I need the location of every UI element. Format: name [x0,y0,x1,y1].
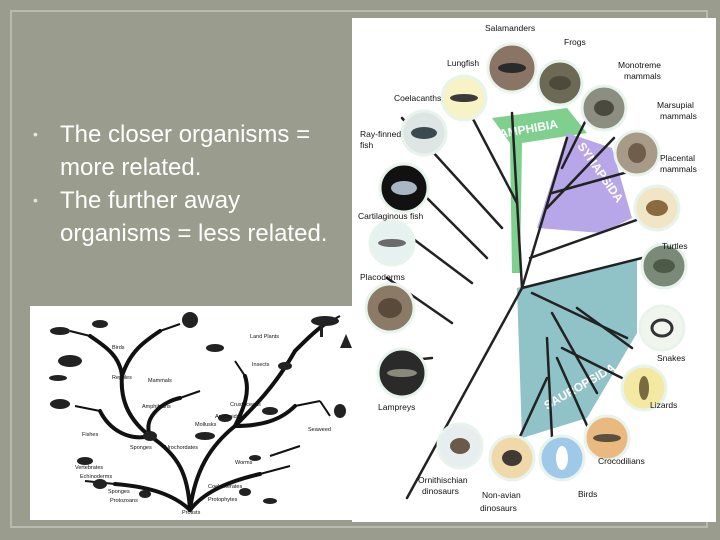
label-marsupial-2: mammals [660,111,697,121]
label-placental-2: mammals [660,164,697,174]
label-birds-right: Birds [578,489,597,499]
taxon-circles [364,42,688,482]
label-protophytes: Protophytes [208,497,238,503]
lungfish-icon [450,94,478,102]
label-cartilaginous: Cartilaginous fish [358,211,423,221]
bullet-text: The further away organisms = less relate… [60,187,328,247]
frog-icon [549,76,571,90]
shark-icon [378,239,406,247]
lamprey-icon [387,369,417,377]
label-crocodilians: Crocodilians [598,456,645,466]
label-coelenterates: Coelenterates [208,484,242,490]
crocodile-icon [593,434,621,442]
label-sponges: Sponges [108,489,130,495]
label-coelacanths: Coelacanths [394,93,441,103]
label-mammals: Mammals [148,378,172,384]
label-arachnids: Arachnids [215,414,240,420]
label-turtles: Turtles [662,241,688,251]
taxon-glyphs [378,63,675,470]
fish-icon [391,181,417,195]
label-snakes: Snakes [657,353,685,363]
bullet-text: The closer organisms = more related. [60,121,311,181]
label-amphibians: Amphibians [142,404,171,410]
label-ornithischian-1: Ornithischian [418,475,468,485]
bird-icon [556,446,568,470]
label-birds: Birds [112,345,125,351]
label-urochordates: Urochordates [165,445,198,451]
ornithischian-icon [450,438,470,454]
lizard-icon [639,376,649,400]
label-lampreys: Lampreys [378,402,415,412]
label-rayfinned-1: Ray-finned [360,129,401,139]
placoderm-icon [378,298,402,318]
label-reptiles: Reptiles [112,375,132,381]
label-marsupial-1: Marsupial [657,100,694,110]
label-nonavian-2: dinosaurs [480,503,517,513]
phylogeny-branches [380,96,644,500]
sauropsida-band [517,258,637,438]
label-protists: Protists [182,510,201,516]
label-monotreme-2: mammals [624,71,661,81]
bullet-dot-icon: • [33,126,38,142]
label-salamanders: Salamanders [485,23,535,33]
label-frogs: Frogs [564,37,586,47]
label-fishes: Fishes [82,432,98,438]
label-nonavian-1: Non-avian [482,490,521,500]
snake-icon [650,318,674,338]
label-crustaceans: Crustaceans [230,402,261,408]
label-worms: Worms [235,460,253,466]
label-insects: Insects [252,362,270,368]
bullet-dot-icon: • [33,192,38,208]
nonavian-icon [502,450,522,466]
coelacanth-icon [411,127,437,139]
vertebrate-phylogeny-image: AMPHIBIA SYNAPSIDA SAUROPSIDA [352,18,716,522]
label-seaweed: Seaweed [308,427,331,433]
label-rayfinned-2: fish [360,140,374,150]
tree-twigs [69,315,341,485]
tree-of-life-svg: Land Plants Birds Insects Reptiles Mamma… [49,312,352,516]
label-protozoans: Protozoans [110,498,138,504]
salamander-icon [498,63,526,73]
label-lizards: Lizards [650,400,677,410]
label-monotreme-1: Monotreme [618,60,661,70]
label-sponges-top: Sponges [130,445,152,451]
marsupial-icon [628,143,646,163]
label-echinoderms: Echinoderms [80,474,112,480]
snakes-circle [638,304,686,352]
label-land-plants: Land Plants [250,334,279,340]
label-placoderms: Placoderms [360,272,405,282]
label-placental-1: Placental [660,153,695,163]
label-lungfish: Lungfish [447,58,479,68]
bullet-item: • The closer organisms = more related. [30,118,335,184]
tree-of-life-image: Land Plants Birds Insects Reptiles Mamma… [30,306,353,520]
bullet-item: • The further away organisms = less relat… [30,184,335,250]
amphibia-band [492,108,587,273]
taxon-labels: Salamanders Frogs Lungfish Monotreme mam… [358,23,697,513]
tree-silhouettes [49,312,352,504]
label-ornithischian-2: dinosaurs [422,486,459,496]
label-mollusks: Mollusks [195,422,217,428]
placental-icon [646,200,668,216]
tree-labels: Land Plants Birds Insects Reptiles Mamma… [75,334,331,516]
monotreme-icon [594,100,614,116]
tree-branches [88,322,327,512]
turtle-icon [653,259,675,273]
label-vertebrates: Vertebrates [75,465,103,471]
bullet-list: • The closer organisms = more related. • T… [30,118,335,250]
phylogeny-svg: AMPHIBIA SYNAPSIDA SAUROPSIDA [358,23,697,513]
